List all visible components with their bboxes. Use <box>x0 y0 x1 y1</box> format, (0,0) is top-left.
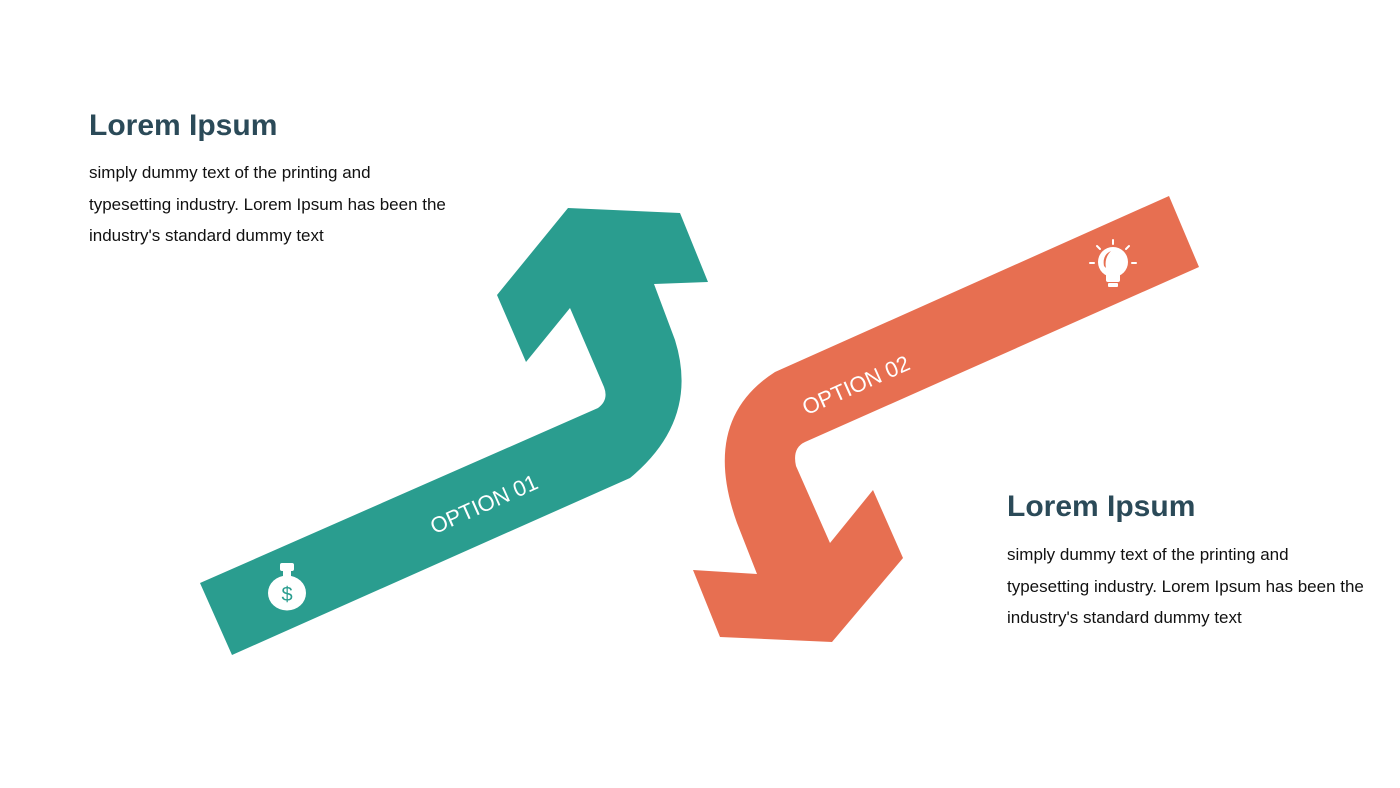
option-1-arrow: OPTION 01 $ <box>200 208 708 655</box>
block-1-line-3: industry's standard dummy text <box>89 226 324 245</box>
block-2-line-1: simply dummy text of the printing and <box>1007 545 1289 564</box>
text-block-2: Lorem Ipsum simply dummy text of the pri… <box>1007 489 1397 634</box>
light-bulb-icon <box>1089 239 1137 287</box>
money-bag-icon: $ <box>268 563 306 611</box>
option-1-arrow-shape <box>200 208 708 655</box>
block-2-title: Lorem Ipsum <box>1007 490 1196 523</box>
block-1-line-1: simply dummy text of the printing and <box>89 163 371 182</box>
block-1-line-2: typesetting industry. Lorem Ipsum has be… <box>89 194 446 214</box>
option-2-arrow-shape <box>693 196 1199 642</box>
svg-text:$: $ <box>281 584 292 606</box>
block-1-title: Lorem Ipsum <box>89 109 278 142</box>
block-2-line-3: industry's standard dummy text <box>1007 608 1242 627</box>
text-block-1: Lorem Ipsum simply dummy text of the pri… <box>89 108 479 252</box>
block-2-line-2: typesetting industry. Lorem Ipsum has be… <box>1007 576 1364 596</box>
